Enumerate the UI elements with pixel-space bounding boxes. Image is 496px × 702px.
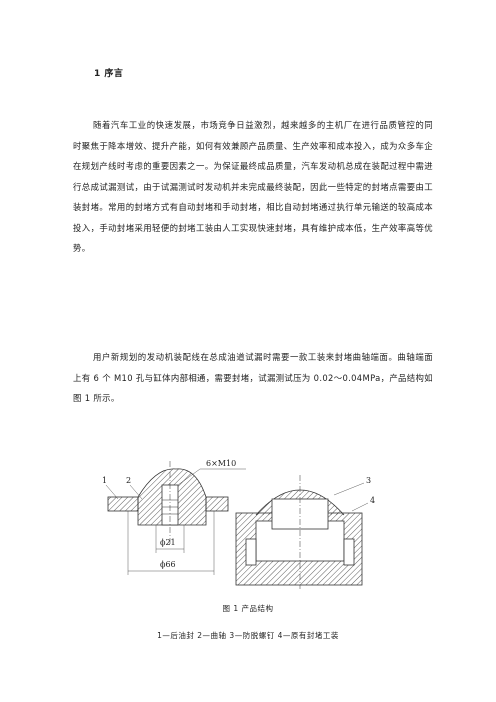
label-part-1: 1: [102, 476, 107, 485]
product-structure-figure: 6×M10 ϕ21 ϕ66 1 2 3 4: [102, 459, 375, 589]
figure-caption: 图 1 产品结构: [222, 604, 274, 613]
figure-legend: 1—后油封 2—曲轴 3—防脱螺钉 4—原有封堵工装: [157, 631, 339, 640]
label-dia-large: ϕ66: [160, 560, 176, 569]
label-part-3: 3: [366, 476, 371, 485]
right-view-drawing: [235, 475, 369, 589]
paragraph-intro: 随着汽车工业的快速发展，市场竞争日益激烈，越来越多的主机厂在进行品质管控的同时聚…: [73, 115, 433, 259]
left-view-drawing: [105, 461, 246, 575]
paragraph-intro-text: 随着汽车工业的快速发展，市场竞争日益激烈，越来越多的主机厂在进行品质管控的同时聚…: [73, 120, 433, 253]
label-thread-spec: 6×M10: [206, 459, 236, 468]
label-part-4: 4: [370, 496, 375, 505]
label-part-2: 2: [126, 476, 131, 485]
label-dia-small: ϕ21: [160, 538, 176, 547]
paragraph-requirement-text: 用户新规划的发动机装配线在总成油道试漏时需要一款工装来封堵曲轴端面。曲轴端面上有…: [73, 352, 433, 403]
paragraph-requirement: 用户新规划的发动机装配线在总成油道试漏时需要一款工装来封堵曲轴端面。曲轴端面上有…: [73, 347, 433, 409]
section-heading: 1 序言: [94, 69, 124, 79]
